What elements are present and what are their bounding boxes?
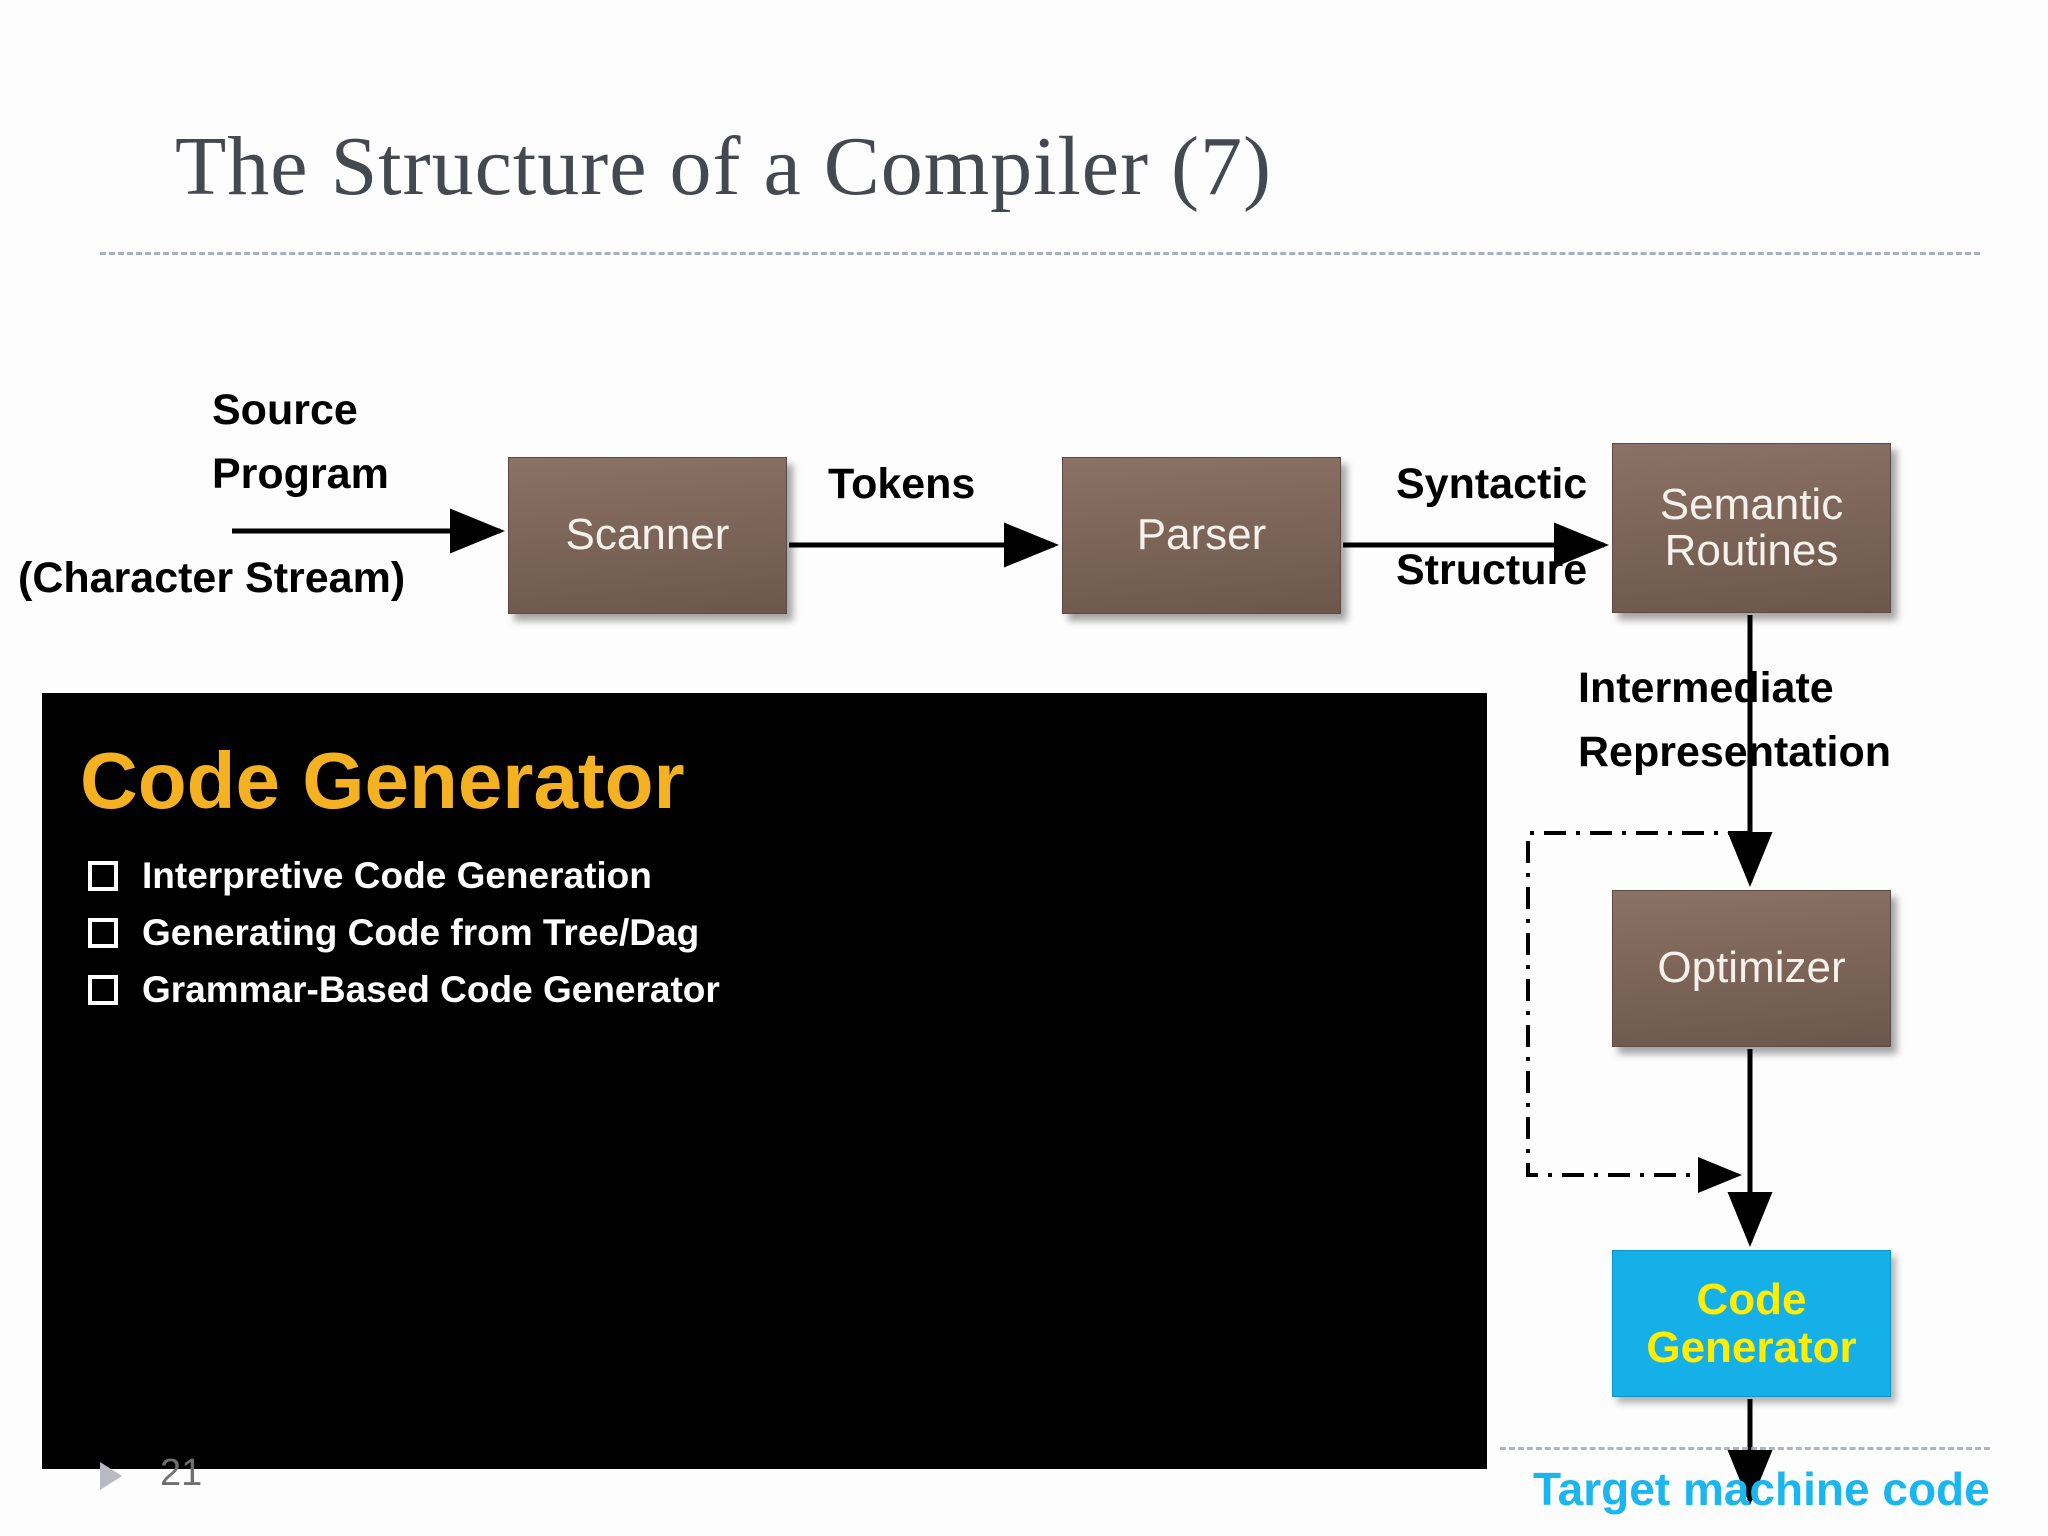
list-item-label: Generating Code from Tree/Dag xyxy=(142,912,700,953)
parser-box-label: Parser xyxy=(1136,510,1267,560)
source-program-label-line2: Program xyxy=(212,450,389,498)
code-generator-box-label-line2: Generator xyxy=(1646,1322,1857,1372)
source-program-label-line1: Source xyxy=(212,386,358,434)
footer-triangle-icon xyxy=(100,1462,122,1490)
syntactic-label-line2: Structure xyxy=(1396,546,1588,594)
overlay-bullet-list: Interpretive Code Generation Generating … xyxy=(88,855,720,1026)
code-generator-box[interactable]: Code Generator xyxy=(1612,1250,1891,1397)
intermediate-label-line2: Representation xyxy=(1578,728,1892,776)
intermediate-label-line1: Intermediate xyxy=(1578,664,1834,712)
square-bullet-icon xyxy=(88,861,118,891)
tokens-label: Tokens xyxy=(828,460,976,508)
syntactic-label-line1: Syntactic xyxy=(1396,460,1588,508)
square-bullet-icon xyxy=(88,918,118,948)
title-divider xyxy=(100,252,1980,255)
semantic-routines-label-line1: Semantic xyxy=(1659,479,1844,529)
semantic-routines-box[interactable]: Semantic Routines xyxy=(1612,443,1891,613)
target-machine-code-label: Target machine code xyxy=(1533,1463,1990,1515)
list-item-label: Interpretive Code Generation xyxy=(142,855,652,896)
semantic-routines-label-line2: Routines xyxy=(1664,526,1839,575)
slide-number: 21 xyxy=(160,1452,203,1494)
footer-divider xyxy=(1500,1447,1990,1450)
optimizer-box[interactable]: Optimizer xyxy=(1612,890,1891,1047)
parser-box[interactable]: Parser xyxy=(1062,457,1341,614)
list-item: Generating Code from Tree/Dag xyxy=(88,912,720,954)
list-item-label: Grammar-Based Code Generator xyxy=(142,969,720,1010)
square-bullet-icon xyxy=(88,975,118,1005)
overlay-heading: Code Generator xyxy=(80,736,685,825)
list-item: Interpretive Code Generation xyxy=(88,855,720,897)
code-generator-overlay-panel: Code Generator Interpretive Code Generat… xyxy=(42,693,1487,1469)
scanner-box[interactable]: Scanner xyxy=(508,457,787,614)
character-stream-label: (Character Stream) xyxy=(18,554,406,602)
code-generator-box-label-line1: Code xyxy=(1696,1274,1807,1324)
page-title: The Structure of a Compiler (7) xyxy=(175,120,1272,213)
optimizer-box-label: Optimizer xyxy=(1657,943,1846,993)
scanner-box-label: Scanner xyxy=(565,510,730,560)
list-item: Grammar-Based Code Generator xyxy=(88,969,720,1011)
